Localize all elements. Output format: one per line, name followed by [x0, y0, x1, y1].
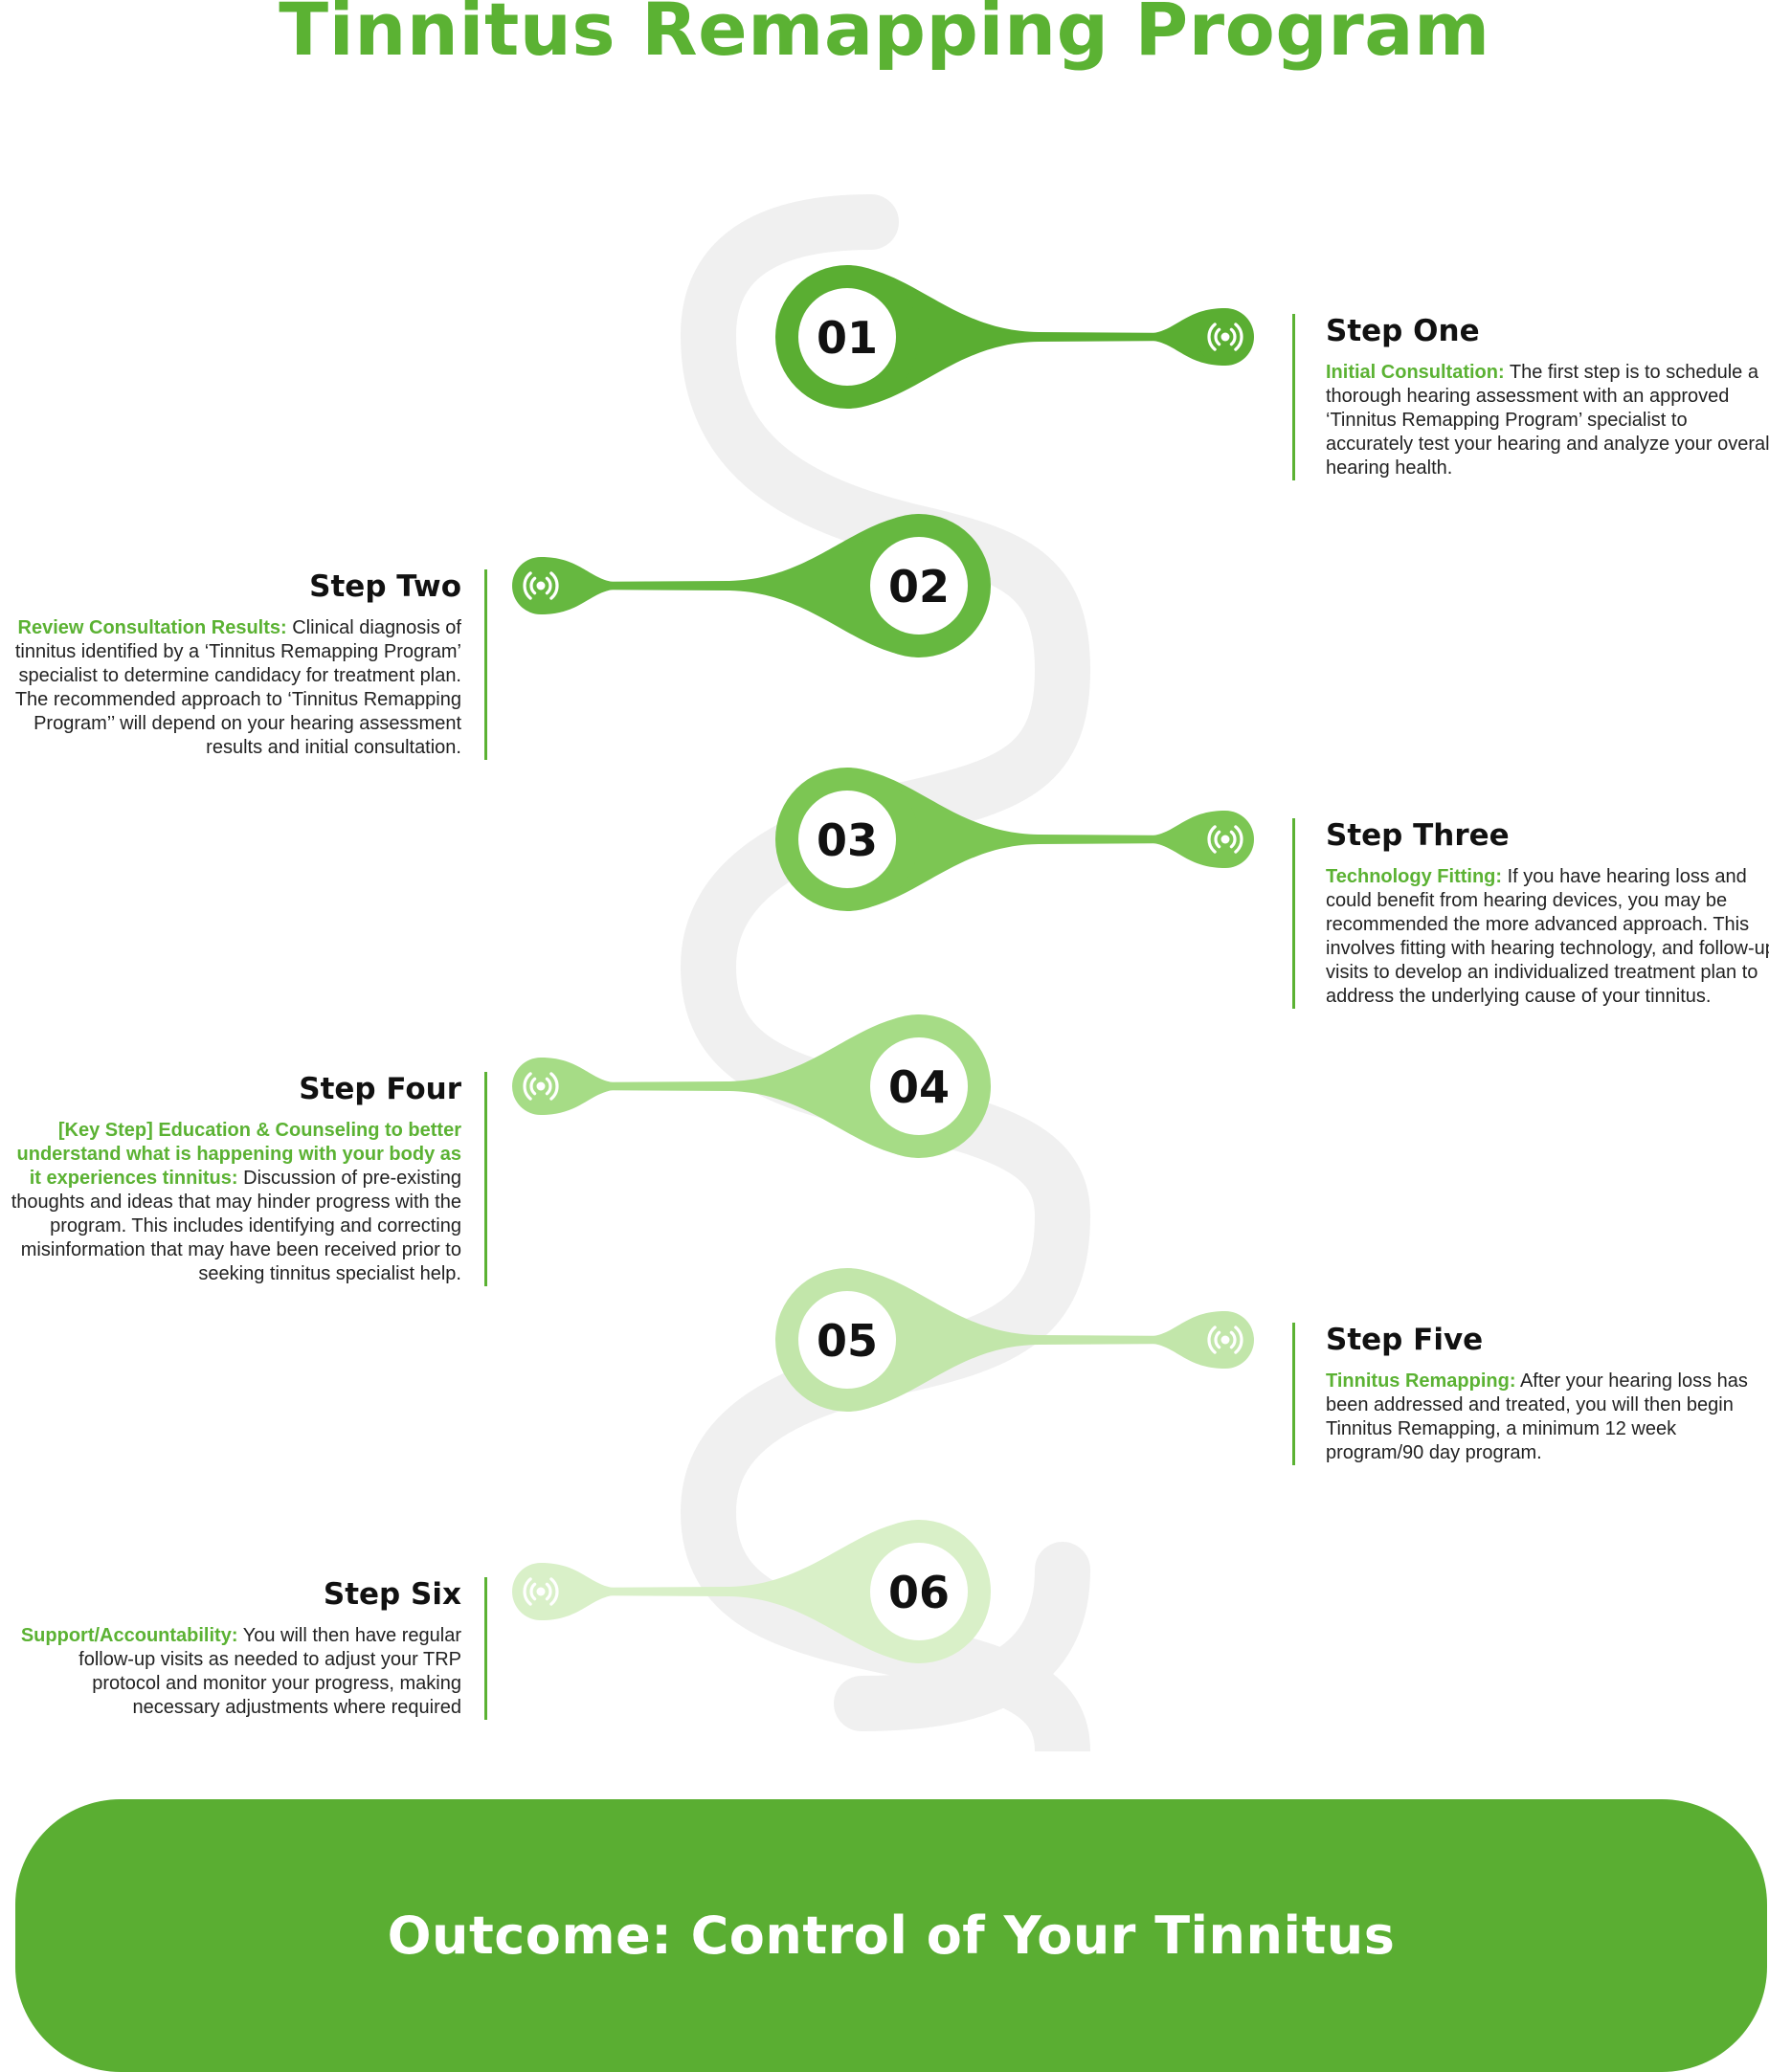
signal-icon	[523, 571, 559, 600]
step-marker-01: 01	[775, 265, 1254, 409]
step-one-body: The first step is to schedule a thorough…	[1326, 362, 1769, 479]
step-three-text: Technology Fitting: If you have hearing …	[1326, 865, 1769, 1009]
step-six-lead: Support/Accountability:	[20, 1625, 238, 1647]
signal-wave-left	[1214, 830, 1221, 849]
step-five-text: Tinnitus Remapping: After your hearing l…	[1326, 1370, 1769, 1465]
signal-dot	[1220, 332, 1230, 342]
page-title: Tinnitus Remapping Program	[279, 0, 1490, 72]
step-number: 01	[817, 312, 878, 364]
signal-wave-right	[1229, 327, 1237, 346]
signal-wave-right	[549, 1577, 559, 1606]
step-four-text: [Key Step] Education & Counseling to bet…	[10, 1119, 461, 1286]
step-six-text: Support/Accountability: You will then ha…	[10, 1624, 461, 1720]
step-four: Step Four [Key Step] Education & Counsel…	[10, 1072, 487, 1287]
step-three-heading: Step Three	[1326, 818, 1510, 853]
step-marker-04: 04	[512, 1014, 991, 1158]
step-number: 02	[888, 561, 950, 613]
signal-wave-right	[549, 1072, 559, 1101]
step-four-heading: Step Four	[299, 1072, 461, 1106]
step-marker-05: 05	[775, 1268, 1254, 1412]
step-one-heading: Step One	[1326, 314, 1480, 348]
signal-wave-right	[545, 1582, 552, 1601]
step-six-heading: Step Six	[323, 1577, 461, 1612]
connector-stem	[579, 1014, 919, 1158]
signal-wave-left	[529, 1582, 537, 1601]
signal-dot	[1220, 835, 1230, 844]
step-number: 05	[817, 1315, 878, 1367]
signal-icon	[1207, 323, 1243, 351]
step-six: Step Six Support/Accountability: You wil…	[10, 1577, 487, 1721]
step-two-body: Clinical diagnosis of tinnitus identifie…	[14, 617, 461, 759]
step-marker-03: 03	[775, 768, 1254, 911]
signal-wave-right	[1229, 1330, 1237, 1349]
step-two: Step Two Review Consultation Results: Cl…	[10, 569, 487, 761]
step-five: Step Five Tinnitus Remapping: After your…	[1292, 1323, 1769, 1466]
step-three-body: If you have hearing loss and could benef…	[1326, 866, 1769, 1008]
signal-wave-left	[523, 1577, 532, 1606]
signal-wave-right	[545, 1077, 552, 1096]
step-six-body: You will then have regular follow-up vis…	[78, 1625, 461, 1719]
step-one: Step One Initial Consultation: The first…	[1292, 314, 1769, 481]
connector-stem	[847, 768, 1187, 911]
step-four-lead: [Key Step] Education & Counseling to bet…	[16, 1120, 461, 1190]
step-one-text: Initial Consultation: The first step is …	[1326, 361, 1769, 480]
number-ring-inner	[798, 791, 896, 888]
step-number: 06	[888, 1567, 950, 1618]
connector-stem	[847, 265, 1187, 409]
step-marker-06: 06	[512, 1520, 991, 1663]
step-five-body: After your hearing loss has been address…	[1326, 1370, 1748, 1464]
road-end	[834, 1542, 1090, 1731]
signal-wave-left	[1207, 825, 1217, 854]
number-ring-inner	[798, 1291, 896, 1389]
signal-icon	[1207, 825, 1243, 854]
signal-dot	[1220, 1335, 1230, 1345]
step-number: 03	[817, 814, 878, 866]
signal-wave-left	[1214, 327, 1221, 346]
step-one-lead: Initial Consultation:	[1326, 362, 1505, 384]
signal-wave-right	[1234, 323, 1243, 351]
process-diagram: 01 02 03 04 05 06	[512, 194, 1254, 1751]
signal-dot	[536, 1081, 546, 1091]
signal-wave-left	[523, 571, 532, 600]
step-four-body: Discussion of pre-existing thoughts and …	[11, 1168, 461, 1285]
signal-wave-left	[1214, 1330, 1221, 1349]
signal-wave-left	[529, 1077, 537, 1096]
signal-wave-left	[523, 1072, 532, 1101]
number-ring-inner	[870, 1543, 968, 1640]
step-two-lead: Review Consultation Results:	[17, 617, 287, 639]
connector-stem	[579, 1520, 919, 1663]
step-three: Step Three Technology Fitting: If you ha…	[1292, 818, 1769, 1010]
signal-wave-left	[1207, 323, 1217, 351]
step-three-lead: Technology Fitting:	[1326, 866, 1503, 888]
signal-dot	[536, 1587, 546, 1596]
signal-icon	[523, 1072, 559, 1101]
number-ring-inner	[870, 537, 968, 635]
signal-wave-left	[529, 576, 537, 595]
signal-icon	[1207, 1326, 1243, 1354]
signal-wave-right	[1229, 830, 1237, 849]
outcome-text: Outcome: Control of Your Tinnitus	[387, 1905, 1396, 1966]
step-five-heading: Step Five	[1326, 1323, 1484, 1357]
step-two-text: Review Consultation Results: Clinical di…	[10, 616, 461, 760]
signal-wave-right	[1234, 1326, 1243, 1354]
step-five-lead: Tinnitus Remapping:	[1326, 1370, 1516, 1392]
connector-stem	[579, 514, 919, 657]
signal-wave-right	[1234, 825, 1243, 854]
step-marker-02: 02	[512, 514, 991, 657]
signal-wave-right	[549, 571, 559, 600]
number-ring-inner	[798, 288, 896, 386]
signal-icon	[523, 1577, 559, 1606]
outcome-banner: Outcome: Control of Your Tinnitus	[15, 1799, 1767, 2072]
signal-wave-left	[1207, 1326, 1217, 1354]
signal-wave-right	[545, 576, 552, 595]
connector-stem	[847, 1268, 1187, 1412]
number-ring-inner	[870, 1037, 968, 1135]
winding-road	[680, 194, 1091, 1751]
step-number: 04	[888, 1061, 950, 1113]
step-two-heading: Step Two	[309, 569, 461, 604]
signal-dot	[536, 581, 546, 590]
